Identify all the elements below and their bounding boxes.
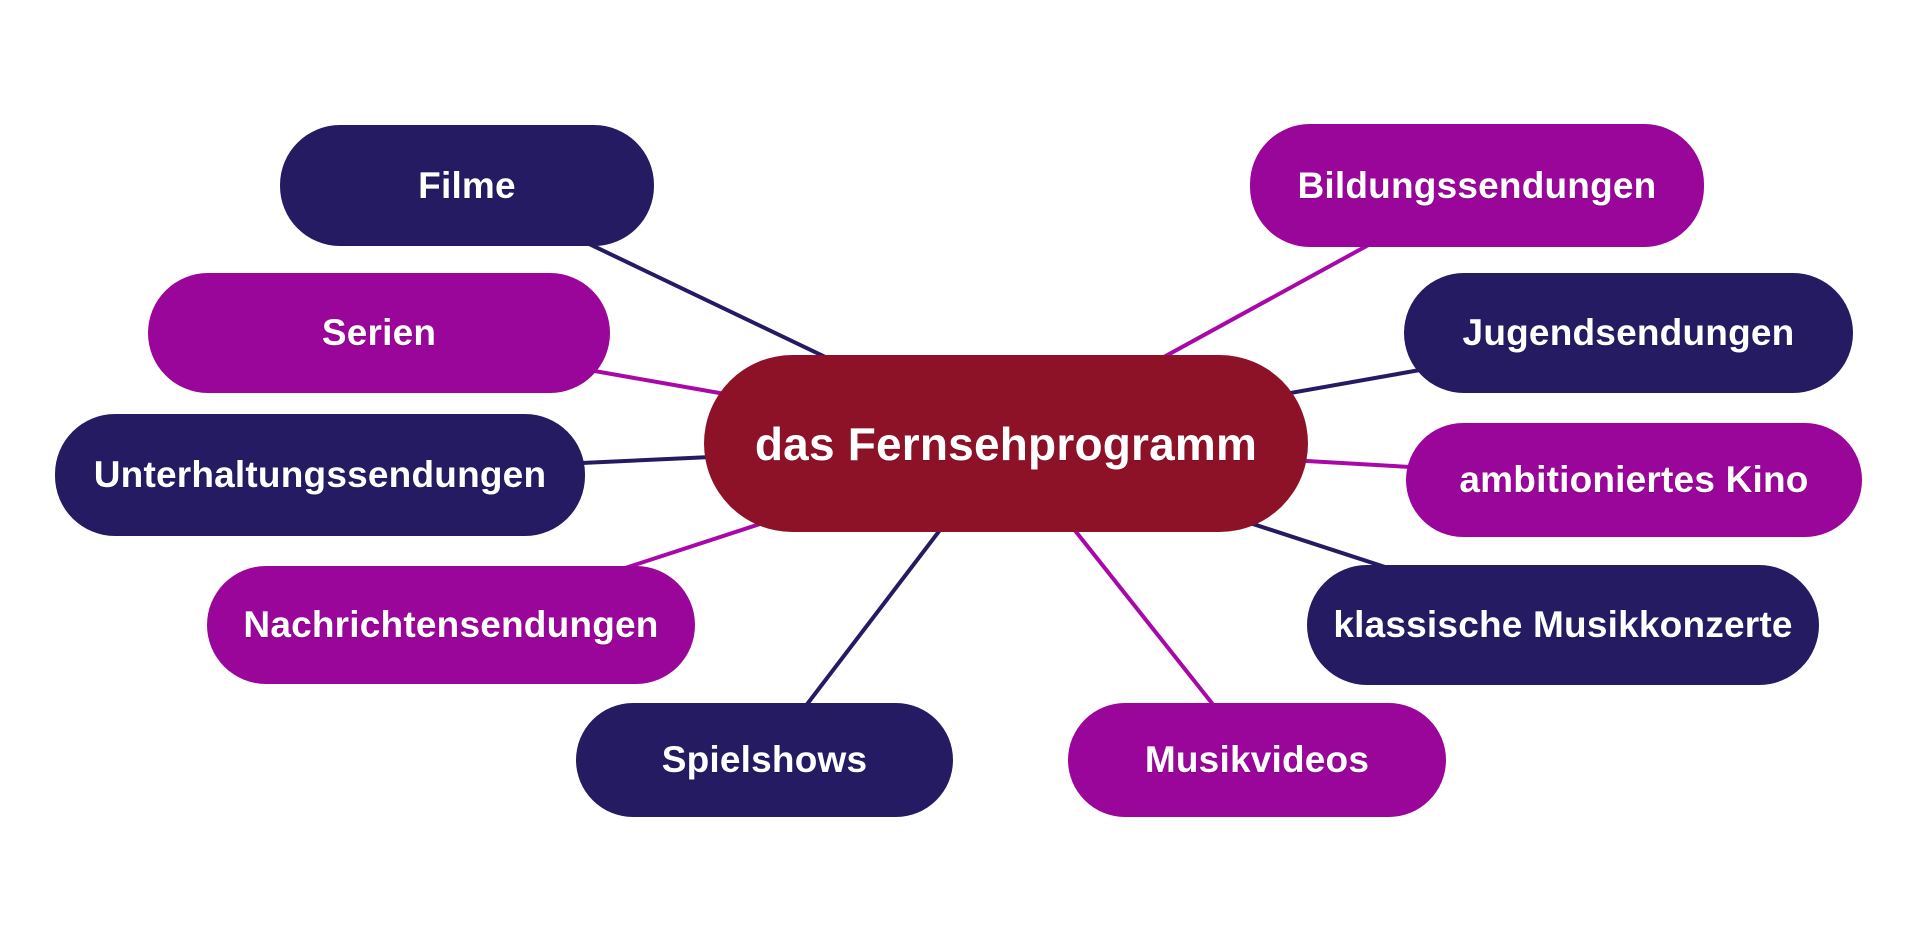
node-label: Jugendsendungen: [1462, 312, 1795, 353]
node-musikvideos[interactable]: Musikvideos: [1068, 703, 1446, 817]
node-label: das Fernsehprogramm: [754, 417, 1258, 470]
node-jugendsendungen[interactable]: Jugendsendungen: [1404, 273, 1853, 393]
node-label: Serien: [321, 312, 437, 353]
node-label: Bildungssendungen: [1297, 164, 1657, 206]
node-label: Filme: [418, 164, 516, 206]
node-nachrichtensendungen[interactable]: Nachrichtensendungen: [207, 566, 695, 684]
node-label: klassische Musikkonzerte: [1333, 604, 1793, 645]
node-label: Nachrichtensendungen: [243, 604, 659, 645]
node-serien[interactable]: Serien: [148, 273, 610, 393]
node-filme[interactable]: Filme: [280, 125, 654, 246]
node-bildungssendungen[interactable]: Bildungssendungen: [1250, 124, 1704, 247]
node-ambitioniertes-kino[interactable]: ambitioniertes Kino: [1406, 423, 1862, 537]
node-klassische-musikkonzerte[interactable]: klassische Musikkonzerte: [1307, 565, 1819, 685]
node-spielshows[interactable]: Spielshows: [576, 703, 953, 817]
node-label: Musikvideos: [1144, 739, 1370, 780]
center-node-das-fernsehprogramm[interactable]: das Fernsehprogramm: [704, 355, 1308, 532]
node-label: ambitioniertes Kino: [1459, 459, 1809, 500]
node-unterhaltungssendungen[interactable]: Unterhaltungssendungen: [55, 414, 585, 536]
node-label: Spielshows: [661, 739, 868, 780]
node-label: Unterhaltungssendungen: [93, 454, 547, 495]
